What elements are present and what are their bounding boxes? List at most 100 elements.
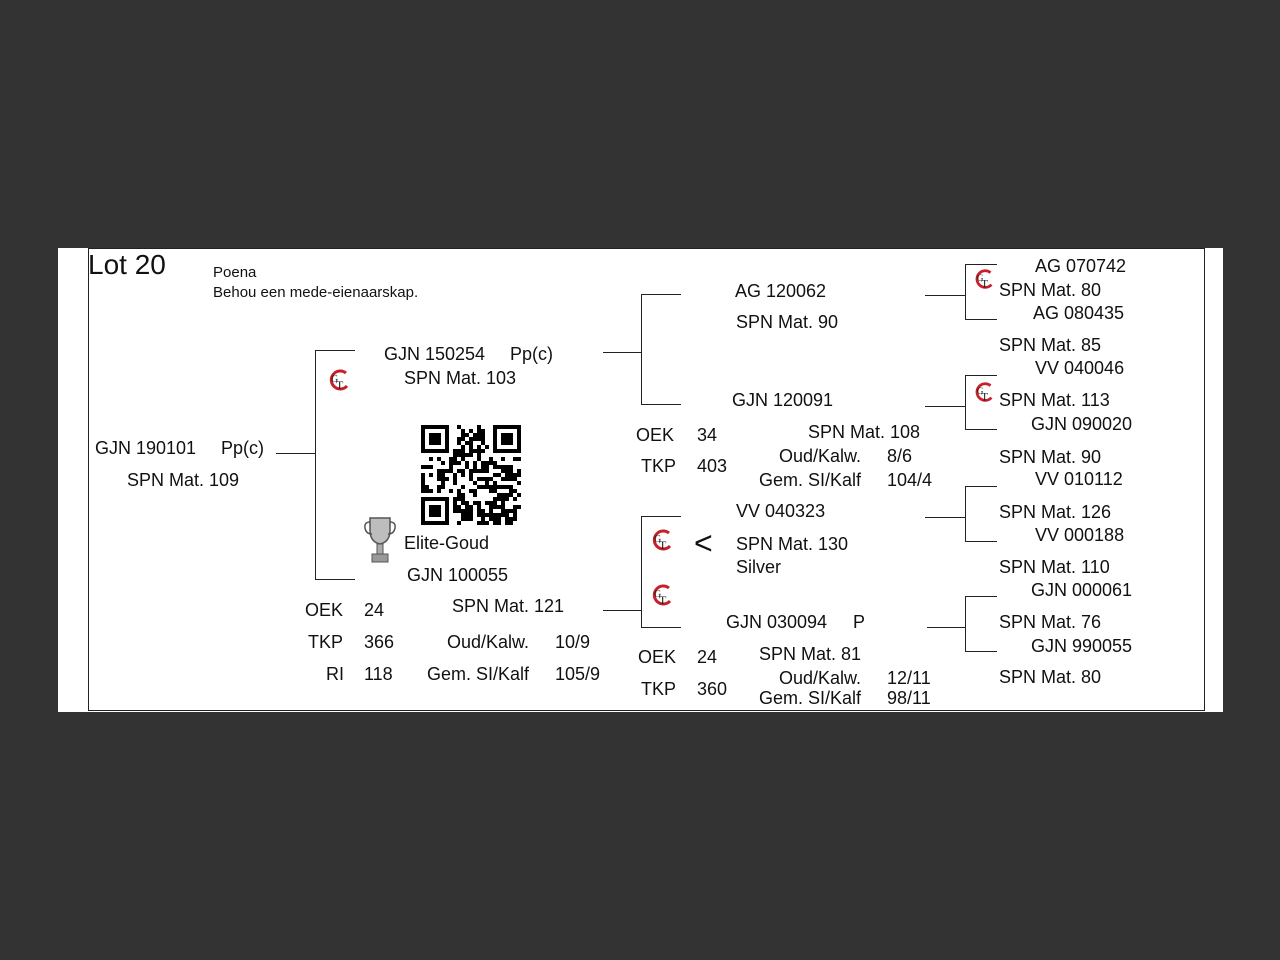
subject-grade: Pp(c)	[221, 438, 265, 458]
connector	[641, 294, 642, 404]
connector	[965, 319, 997, 320]
connector	[925, 295, 966, 296]
connector	[925, 406, 966, 407]
sd-oud-label: Oud/Kalw.	[779, 446, 862, 466]
connector	[965, 375, 997, 376]
pedigree-card	[58, 248, 1223, 712]
dam-gem-label: Gem. SI/Kalf	[427, 664, 530, 684]
gen3-id: VV 010112	[1035, 469, 1123, 489]
gen3-id: GJN 990055	[1031, 636, 1133, 656]
connector	[276, 453, 316, 454]
svg-text:G: G	[977, 273, 984, 283]
qr-code[interactable]	[421, 425, 521, 525]
connector	[315, 350, 316, 580]
sire-id: GJN 150254	[384, 344, 486, 364]
gen3-id: VV 040046	[1035, 358, 1125, 378]
connector	[641, 516, 642, 627]
svg-text:T: T	[659, 593, 667, 607]
ds-spn: SPN Mat. 130	[736, 534, 849, 554]
sd-tkp-value: 403	[697, 456, 728, 476]
gen3-spn: SPN Mat. 113	[999, 390, 1110, 410]
connector	[965, 596, 966, 652]
connector	[603, 352, 642, 353]
ds-award: Silver	[736, 557, 782, 577]
svg-text:G: G	[654, 534, 661, 545]
sd-gem-value: 104/4	[887, 470, 933, 490]
gen3-id: VV 000188	[1035, 525, 1125, 545]
sd-gem-label: Gem. SI/Kalf	[759, 470, 862, 490]
dd-spn: SPN Mat. 81	[759, 644, 862, 664]
gen3-spn: SPN Mat. 76	[999, 612, 1102, 632]
svg-text:T: T	[981, 391, 988, 403]
dd-oud-label: Oud/Kalw.	[779, 668, 862, 688]
ss-id: AG 120062	[735, 281, 827, 301]
gen3-id: AG 080435	[1033, 303, 1125, 323]
svg-text:G: G	[977, 386, 984, 396]
connector	[603, 610, 642, 611]
dd-grade: P	[853, 612, 866, 632]
svg-text:T: T	[981, 278, 988, 290]
gen3-spn: SPN Mat. 80	[999, 667, 1102, 687]
ds-id: VV 040323	[736, 501, 826, 521]
connector	[965, 486, 966, 542]
dam-oud-value: 10/9	[555, 632, 591, 652]
connector	[965, 375, 966, 430]
gen3-spn: SPN Mat. 126	[999, 502, 1112, 522]
subject-id: GJN 190101	[95, 438, 197, 458]
dam-oek-value: 24	[364, 600, 385, 620]
connector	[965, 651, 997, 652]
connector	[965, 596, 997, 597]
connector	[315, 579, 355, 580]
connector	[315, 350, 355, 351]
gen3-spn: SPN Mat. 80	[999, 280, 1102, 300]
svg-text:G: G	[331, 374, 338, 385]
svg-text:G: G	[654, 589, 661, 600]
gen3-id: GJN 090020	[1031, 414, 1133, 434]
dam-ri-label: RI	[326, 664, 344, 684]
connector	[641, 404, 681, 405]
ss-spn: SPN Mat. 90	[736, 312, 839, 332]
dam-award: Elite-Goud	[404, 533, 490, 553]
gen3-id: AG 070742	[1035, 256, 1127, 276]
connector	[927, 627, 966, 628]
sire-grade: Pp(c)	[510, 344, 554, 364]
sd-id: GJN 120091	[732, 390, 834, 410]
sire-spn: SPN Mat. 103	[404, 368, 517, 388]
connector	[641, 627, 681, 628]
connector	[965, 264, 966, 320]
connector	[965, 429, 997, 430]
sd-tkp-label: TKP	[641, 456, 677, 476]
dd-oek-label: OEK	[638, 647, 677, 667]
dd-oud-value: 12/11	[887, 668, 931, 688]
connector	[965, 541, 997, 542]
lot-number: Lot 20	[88, 249, 166, 280]
gen3-id: GJN 000061	[1031, 580, 1133, 600]
dam-tkp-label: TKP	[308, 632, 344, 652]
ds-chevron: <	[694, 525, 713, 561]
dd-tkp-value: 360	[697, 679, 728, 699]
dam-oud-label: Oud/Kalw.	[447, 632, 530, 652]
connector	[641, 294, 681, 295]
sd-oek-label: OEK	[636, 425, 675, 445]
subject-spn: SPN Mat. 109	[127, 470, 240, 490]
svg-text:T: T	[336, 378, 344, 392]
dam-spn: SPN Mat. 121	[452, 596, 565, 616]
sd-oek-value: 34	[697, 425, 718, 445]
dam-ri-value: 118	[364, 664, 393, 684]
dd-oek-value: 24	[697, 647, 718, 667]
sd-oud-value: 8/6	[887, 446, 913, 466]
sd-spn: SPN Mat. 108	[808, 422, 921, 442]
dam-tkp-value: 366	[364, 632, 395, 652]
gen3-spn: SPN Mat. 90	[999, 447, 1102, 467]
dd-id: GJN 030094	[726, 612, 828, 632]
dam-oek-label: OEK	[305, 600, 344, 620]
connector	[925, 517, 966, 518]
dam-gem-value: 105/9	[555, 664, 601, 684]
dd-gem-label: Gem. SI/Kalf	[759, 688, 862, 708]
dd-gem-value: 98/11	[887, 688, 931, 708]
